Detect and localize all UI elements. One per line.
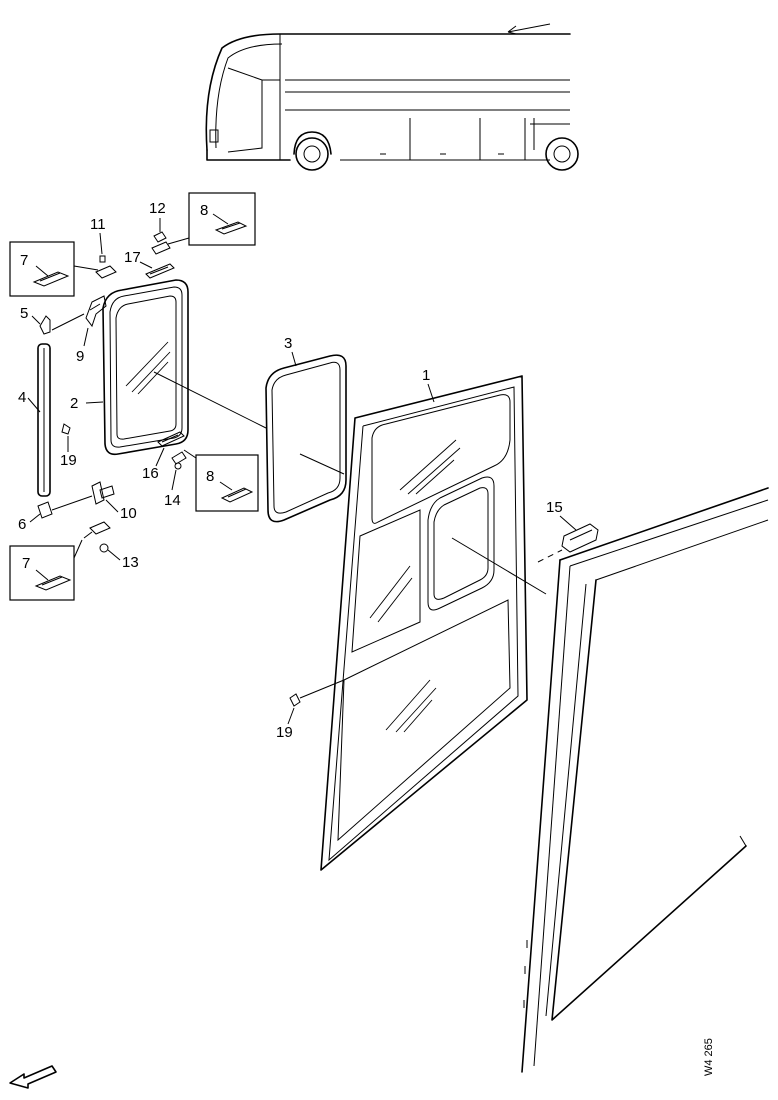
- part-19-clip-left: 19: [60, 423, 77, 469]
- bus-overview: [205, 23, 579, 171]
- callout-7-top: 7: [20, 252, 28, 269]
- callout-19-lower: 19: [276, 724, 293, 741]
- assembly-line-2-3: [153, 371, 267, 429]
- callout-12: 12: [149, 200, 166, 217]
- part-13-clip: 13: [83, 521, 139, 571]
- callout-10: 10: [120, 505, 137, 522]
- figure-code: W4 265: [703, 1038, 715, 1076]
- part-6-clip: 6: [18, 495, 93, 533]
- callout-14: 14: [164, 492, 181, 509]
- part-3-seal: 3: [265, 335, 347, 523]
- callout-7-bottom: 7: [22, 555, 30, 572]
- part-10-hinge: 10: [91, 481, 137, 522]
- part-1-window-panel: 1: [320, 367, 528, 871]
- part-4-rail: 4: [18, 343, 51, 497]
- callout-16: 16: [142, 465, 159, 482]
- assembly-line-1-body: [451, 537, 547, 595]
- detail-box-7-bottom: 7: [9, 539, 83, 601]
- callout-11: 11: [90, 216, 106, 233]
- direction-arrow-icon: [9, 1065, 57, 1089]
- part-5-clip: 5: [20, 305, 85, 335]
- part-17-strip: 17: [124, 249, 175, 279]
- part-9-hinge: 9: [76, 295, 107, 365]
- callout-3: 3: [284, 335, 292, 352]
- callout-1: 1: [422, 367, 430, 384]
- callout-17: 17: [124, 249, 141, 266]
- part-11-clip: 11: [90, 216, 117, 279]
- detail-box-7-top: 7: [9, 241, 99, 297]
- part-12-clip: 12: [149, 200, 171, 255]
- callout-2: 2: [70, 395, 78, 412]
- part-19-clip-lower: 19: [276, 679, 345, 741]
- part-15-latch: 15: [537, 499, 599, 563]
- callout-15: 15: [546, 499, 563, 516]
- callout-6: 6: [18, 516, 26, 533]
- detail-box-8-top: 8: [167, 192, 256, 246]
- callout-8-top: 8: [200, 202, 208, 219]
- vehicle-body-opening: [521, 487, 769, 1073]
- callout-19-left: 19: [60, 452, 77, 469]
- callout-13: 13: [122, 554, 139, 571]
- detail-box-8-mid: 8: [183, 449, 259, 512]
- part-14-clip: 14: [164, 451, 187, 509]
- callout-5: 5: [20, 305, 28, 322]
- callout-9: 9: [76, 348, 84, 365]
- callout-4: 4: [18, 389, 26, 406]
- part-2-sliding-window: 2: [70, 279, 189, 456]
- callout-8-mid: 8: [206, 468, 214, 485]
